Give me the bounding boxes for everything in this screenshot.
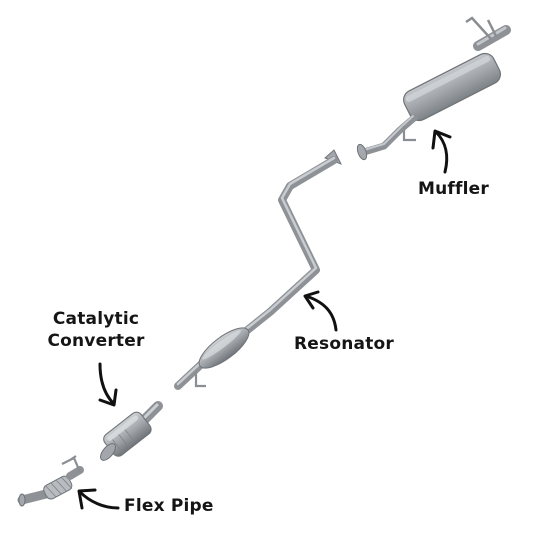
resonator-label: Resonator: [294, 334, 394, 354]
catalytic-arrow-icon: [98, 362, 118, 407]
muffler-part: [356, 16, 511, 161]
resonator-part: [174, 149, 343, 390]
catalytic-converter-label: Catalytic Converter: [40, 308, 152, 352]
muffler-label: Muffler: [418, 179, 489, 199]
catalytic-converter-part: [100, 401, 163, 461]
catalytic-label-line2: Converter: [47, 331, 145, 351]
muffler-arrow-icon: [431, 129, 452, 174]
flex-pipe-label: Flex Pipe: [124, 496, 214, 516]
resonator-arrow-icon: [303, 290, 338, 332]
flex-pipe-part: [17, 455, 84, 507]
flex-pipe-arrow-icon: [77, 488, 120, 510]
catalytic-label-line1: Catalytic: [52, 309, 140, 329]
